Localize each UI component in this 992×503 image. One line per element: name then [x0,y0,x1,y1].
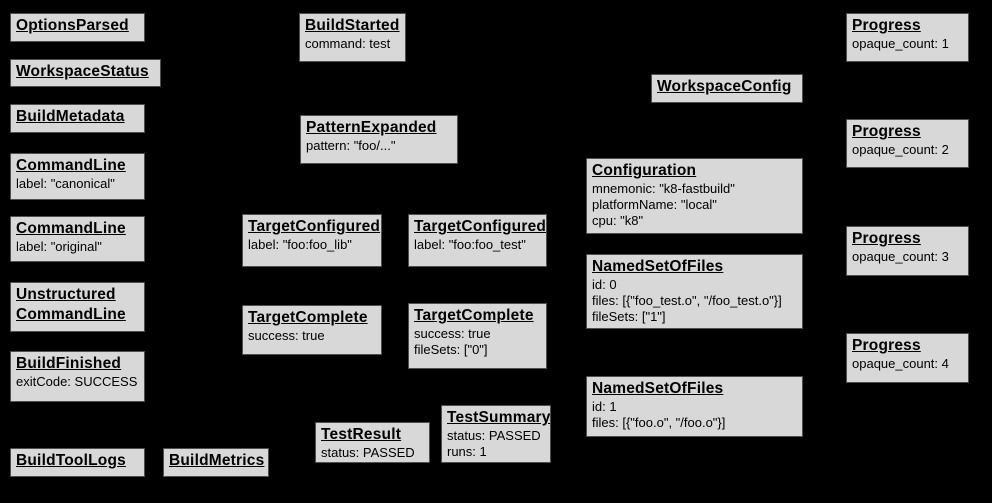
event-title: CommandLine [16,157,126,174]
event-title: TestSummary [447,409,551,426]
event-field: pattern: "foo/..." [306,138,396,153]
event-box-workspace-status: WorkspaceStatus [10,59,161,87]
event-box-options-parsed: OptionsParsed [10,13,145,42]
event-field: opaque_count: 4 [852,356,949,371]
event-title: TargetComplete [414,307,534,324]
event-box-named-set-of-files-0: NamedSetOfFiles id: 0 files: [{"foo_test… [586,254,803,329]
event-title: TargetConfigured [414,218,547,235]
event-field: cpu: "k8" [592,213,644,228]
event-field: label: "foo:foo_lib" [248,237,352,252]
event-title: BuildToolLogs [16,452,126,469]
event-title: PatternExpanded [306,119,437,136]
event-title: BuildStarted [305,17,400,34]
event-title: BuildMetrics [169,452,265,469]
event-field: success: true [414,326,491,341]
event-field: label: "original" [16,239,102,254]
event-box-unstructured-command-line: Unstructured CommandLine [10,282,145,332]
event-box-progress-2: Progress opaque_count: 2 [846,119,969,168]
event-box-pattern-expanded: PatternExpanded pattern: "foo/..." [300,115,458,164]
event-field: fileSets: ["0"] [414,342,488,357]
event-box-build-metrics: BuildMetrics [163,448,269,477]
event-field: command: test [305,36,391,51]
event-field: files: [{"foo.o", "/foo.o"}] [592,415,726,430]
event-title: Configuration [592,162,697,179]
event-box-build-metadata: BuildMetadata [10,104,145,133]
event-title: Progress [852,123,921,140]
event-field: id: 1 [592,399,617,414]
event-box-workspace-config: WorkspaceConfig [651,74,803,103]
event-field: success: true [248,328,325,343]
event-field: opaque_count: 2 [852,142,949,157]
event-box-target-configured-foo-test: TargetConfigured label: "foo:foo_test" [408,214,547,267]
event-field: files: [{"foo_test.o", "/foo_test.o"}] [592,293,782,308]
event-field: label: "canonical" [16,176,115,191]
event-box-build-finished: BuildFinished exitCode: SUCCESS [10,351,145,402]
event-title: CommandLine [16,220,126,237]
event-title: TargetConfigured [248,218,381,235]
event-box-progress-3: Progress opaque_count: 3 [846,226,969,276]
event-box-progress-1: Progress opaque_count: 1 [846,13,969,62]
event-box-test-result: TestResult status: PASSED [315,422,430,463]
event-field: platformName: "local" [592,197,717,212]
event-title: Unstructured CommandLine [16,286,126,323]
event-title: WorkspaceStatus [16,63,149,80]
event-title: TestResult [321,426,402,443]
event-title: NamedSetOfFiles [592,258,724,275]
event-title: OptionsParsed [16,17,129,34]
event-box-target-complete-test: TargetComplete success: true fileSets: [… [408,303,547,369]
event-title: WorkspaceConfig [657,78,792,95]
event-box-command-line-original: CommandLine label: "original" [10,216,145,262]
event-field: mnemonic: "k8-fastbuild" [592,181,735,196]
event-field: runs: 1 [447,444,487,459]
event-title: BuildFinished [16,355,122,372]
event-title: Progress [852,337,921,354]
event-field: fileSets: ["1"] [592,309,666,324]
event-title: BuildMetadata [16,108,125,125]
event-field: exitCode: SUCCESS [16,374,138,389]
event-box-named-set-of-files-1: NamedSetOfFiles id: 1 files: [{"foo.o", … [586,376,803,437]
event-title: NamedSetOfFiles [592,380,724,397]
event-field: status: PASSED [447,428,541,443]
event-field: id: 0 [592,277,617,292]
event-field: status: PASSED [321,445,415,460]
event-field: label: "foo:foo_test" [414,237,526,252]
event-title: Progress [852,17,921,34]
event-box-target-complete-lib: TargetComplete success: true [242,305,382,355]
event-field: opaque_count: 3 [852,249,949,264]
event-box-configuration: Configuration mnemonic: "k8-fastbuild" p… [586,158,803,234]
event-box-target-configured-foo-lib: TargetConfigured label: "foo:foo_lib" [242,214,382,267]
event-box-build-started: BuildStarted command: test [299,13,406,62]
event-title: TargetComplete [248,309,368,326]
event-box-command-line-canonical: CommandLine label: "canonical" [10,153,145,200]
event-field: opaque_count: 1 [852,36,949,51]
event-title: Progress [852,230,921,247]
event-box-build-tool-logs: BuildToolLogs [10,448,145,477]
event-box-test-summary: TestSummary status: PASSED runs: 1 [441,405,551,463]
event-box-progress-4: Progress opaque_count: 4 [846,333,969,383]
